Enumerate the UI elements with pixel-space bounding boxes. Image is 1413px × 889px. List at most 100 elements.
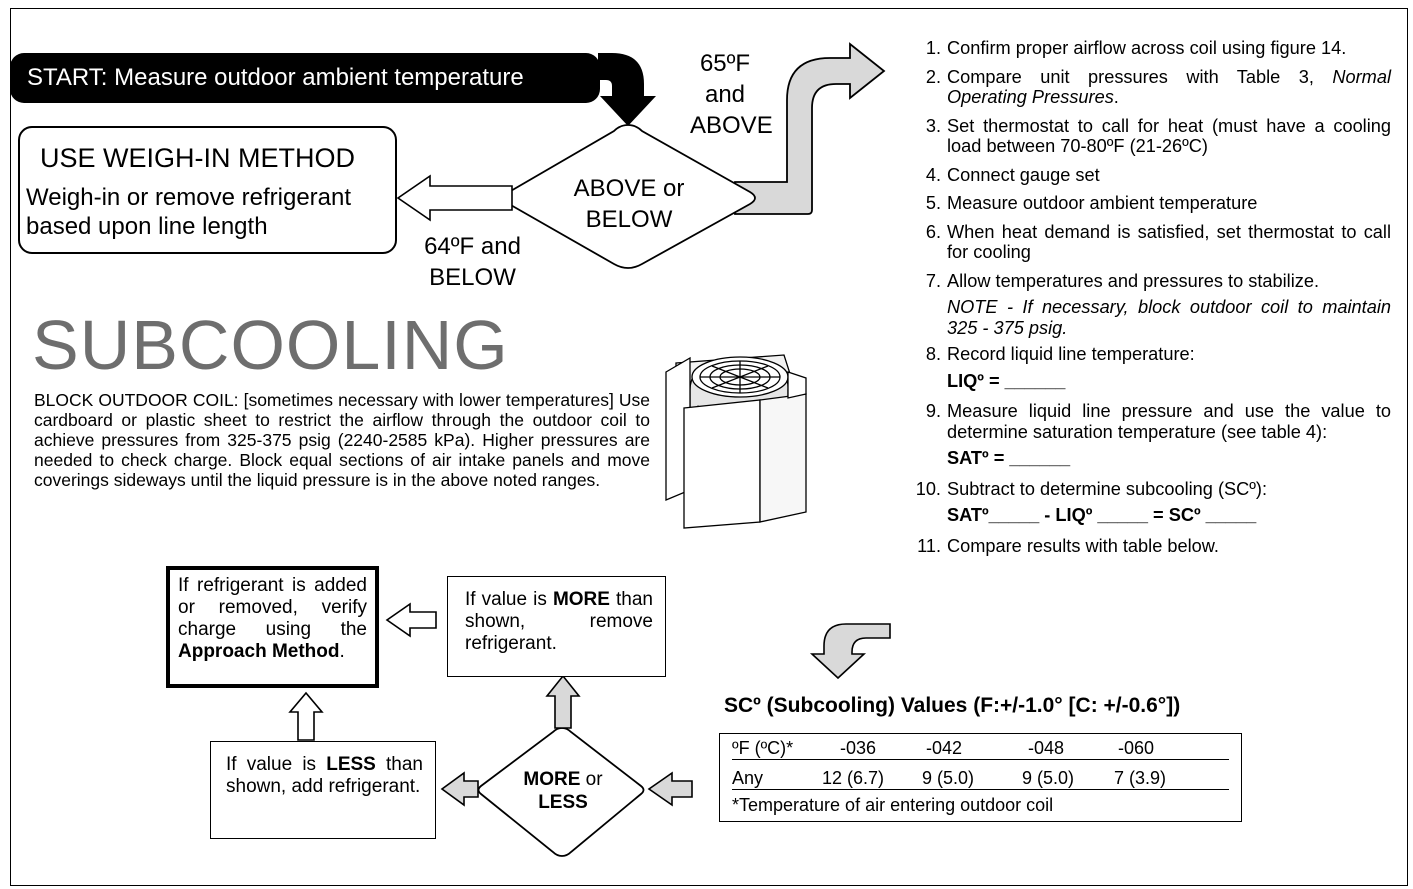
table-cell: Any xyxy=(732,768,764,788)
step-5-num: 5. xyxy=(925,193,941,213)
weigh-in-line1: Weigh-in or remove refrigerant xyxy=(26,184,352,211)
decision2-less: LESS xyxy=(538,792,588,813)
subcooling-title: SUBCOOLING xyxy=(32,306,509,384)
above-label: 65ºF and ABOVE xyxy=(690,48,773,141)
more-value-box: If value is MORE than shown, remove refr… xyxy=(447,576,666,677)
start-box: START: Measure outdoor ambient temperatu… xyxy=(10,53,600,103)
outdoor-unit-icon xyxy=(665,354,807,529)
step-5-text: Measure outdoor ambient temperature xyxy=(947,193,1258,213)
step-10-text: Subtract to determine subcooling (SCº): xyxy=(947,478,1268,499)
step-6: 6. When heat demand is satisfied, set th… xyxy=(903,222,1391,263)
step-2: 2. Compare unit pressures with Table 3, … xyxy=(903,67,1391,108)
approach-bold: Approach Method xyxy=(178,641,340,662)
step-11-text: Compare results with table below. xyxy=(947,535,1219,556)
step-7-text: Allow temperatures and pressures to stab… xyxy=(947,270,1320,291)
decision1-text: ABOVE or BELOW xyxy=(562,173,696,235)
step-9-text: Measure liquid line pressure and use the… xyxy=(947,401,1391,442)
step-3-text: Set thermostat to call for heat (must ha… xyxy=(947,115,1391,157)
table-header-cell: -042 xyxy=(926,738,963,758)
step-3-num: 3. xyxy=(925,115,941,136)
step-7-num: 7. xyxy=(925,270,941,291)
table-cell: 9 (5.0) xyxy=(1022,768,1075,788)
step-5: 5. Measure outdoor ambient temperature xyxy=(903,193,1391,214)
decision-diamond-above-below xyxy=(503,124,756,269)
step-1-num: 1. xyxy=(925,38,941,58)
table-header-cell: ºF (ºC)* xyxy=(732,738,794,758)
weigh-in-box: USE WEIGH-IN METHOD Weigh-in or remove r… xyxy=(18,126,397,254)
step-2-text: Compare unit pressures with Table 3, Nor… xyxy=(947,67,1391,108)
step-9: 9. Measure liquid line pressure and use … xyxy=(903,401,1391,442)
less-pre: If value is xyxy=(226,754,317,775)
step-8-text: Record liquid line temperature: xyxy=(947,344,1195,364)
weigh-in-line2: based upon line length xyxy=(26,213,268,240)
table-footnote: *Temperature of air entering outdoor coi… xyxy=(732,794,1229,816)
step-11-num: 11. xyxy=(917,535,941,556)
table-rule xyxy=(732,759,1229,760)
block-coil-text: BLOCK OUTDOOR COIL: [sometimes necessary… xyxy=(34,390,650,490)
arrow-to-table-icon xyxy=(809,623,891,680)
table-cell: 12 (6.7) xyxy=(822,768,885,788)
approach-end: . xyxy=(339,641,345,662)
weigh-in-title: USE WEIGH-IN METHOD xyxy=(40,143,355,173)
decision2-text: MORE or LESS xyxy=(505,768,621,814)
arrow-above-icon xyxy=(734,42,886,215)
weigh-in-body: Weigh-in or remove refrigerant based upo… xyxy=(26,183,351,241)
approach-text: If refrigerant is added or removed, veri… xyxy=(178,575,367,640)
arrow-table-to-decision-icon xyxy=(647,771,693,807)
arrow-below-icon xyxy=(396,174,513,222)
step-4-num: 4. xyxy=(925,164,941,185)
step-2-num: 2. xyxy=(925,66,941,87)
liq-fill-line: LIQº = ______ xyxy=(947,370,1066,391)
step-4: 4. Connect gauge set xyxy=(903,165,1391,186)
table-cell: 9 (5.0) xyxy=(922,768,975,788)
approach-method-box: If refrigerant is added or removed, veri… xyxy=(166,566,379,688)
below-label-line1: 64ºF and xyxy=(424,233,521,260)
arrow-up-approach-icon xyxy=(288,691,324,741)
table-header-cell: -060 xyxy=(1118,738,1155,758)
more-pre: If value is xyxy=(465,589,547,610)
page-frame xyxy=(10,8,1408,886)
step-7-note: NOTE - If necessary, block outdoor coil … xyxy=(947,297,1391,338)
step-9-num: 9. xyxy=(925,401,941,421)
above-label-line1: 65ºF xyxy=(699,50,751,77)
step-1: 1. Confirm proper airflow across coil us… xyxy=(903,38,1391,59)
arrow-left-approach-icon xyxy=(385,602,437,638)
more-bold: MORE xyxy=(552,589,610,610)
below-label-line2: BELOW xyxy=(429,264,516,291)
table-footnote-text: *Temperature of air entering outdoor coi… xyxy=(732,795,1054,815)
step-1-text: Confirm proper airflow across coil using… xyxy=(947,38,1347,58)
step-10: 10. Subtract to determine subcooling (SC… xyxy=(903,479,1391,500)
step-7: 7. Allow temperatures and pressures to s… xyxy=(903,271,1391,292)
arrow-up-more-icon xyxy=(545,674,581,729)
step-4-text: Connect gauge set xyxy=(947,164,1100,185)
step-8: 8. Record liquid line temperature: xyxy=(903,344,1391,365)
decision1-line2: BELOW xyxy=(585,206,673,233)
less-post: than shown, add refrigerant. xyxy=(226,754,423,797)
decision-diamond-more-less xyxy=(477,727,645,857)
step-2-italic: Normal Operating Pressures xyxy=(947,66,1391,108)
table-header-cell: -036 xyxy=(840,738,877,758)
step-8-num: 8. xyxy=(925,344,941,364)
arrow-left-less-icon xyxy=(440,771,479,807)
step-11: 11. Compare results with table below. xyxy=(903,536,1391,557)
table-header-row: ºF (ºC)* -036 -042 -048 -060 xyxy=(732,737,1229,759)
subtract-fill-line: SATº_____ - LIQº _____ = SCº _____ xyxy=(947,505,1257,525)
decision1-line1: ABOVE or xyxy=(573,175,685,202)
step-3: 3. Set thermostat to call for heat (must… xyxy=(903,116,1391,157)
decision2-or: or xyxy=(580,769,603,790)
below-label: 64ºF and BELOW xyxy=(405,231,540,293)
step-2-end: . xyxy=(1113,87,1119,107)
step-2-main: Compare unit pressures with Table 3, xyxy=(947,66,1333,87)
steps-list: 1. Confirm proper airflow across coil us… xyxy=(903,38,1391,556)
more-post: than shown, remove refrigerant. xyxy=(465,589,653,654)
decision2-more: MORE xyxy=(523,769,581,790)
start-arrow-icon xyxy=(598,53,656,126)
less-bold: LESS xyxy=(326,754,376,775)
step-10-num: 10. xyxy=(915,478,941,499)
table-header-cell: -048 xyxy=(1028,738,1065,758)
subcooling-table-title: SCº (Subcooling) Values (F:+/-1.0° [C: +… xyxy=(724,694,1181,717)
step-6-num: 6. xyxy=(925,221,941,242)
sat-fill-line: SATº = ______ xyxy=(947,448,1071,468)
above-label-line3: ABOVE xyxy=(690,112,773,139)
